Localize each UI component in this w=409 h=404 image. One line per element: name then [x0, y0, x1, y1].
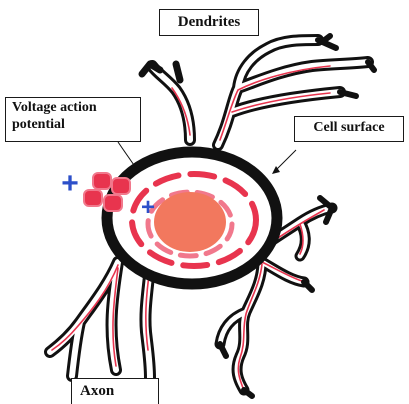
label-voltage-line-1: Voltage action	[12, 100, 140, 117]
plus-sign-inner: +	[141, 194, 155, 221]
axon-inner	[50, 262, 150, 378]
axon-red-line	[52, 265, 150, 366]
label-axon: Axon	[71, 378, 159, 404]
ion-channel-square-3	[84, 190, 102, 206]
label-dendrites: Dendrites	[159, 9, 259, 36]
axon-outline	[50, 262, 150, 378]
label-voltage-line-2: potential	[12, 117, 140, 134]
ion-channel-square-2	[112, 178, 130, 194]
ion-channel-square-1	[93, 173, 111, 189]
cell-surface-arrow-line	[276, 150, 296, 170]
cell-body	[107, 152, 277, 284]
axon	[50, 262, 150, 378]
label-voltage-action-potential: Voltage action potential	[5, 97, 141, 142]
voltage-leader-line	[118, 142, 136, 168]
plus-sign-outer: +	[61, 167, 79, 200]
ion-channel-square-4	[104, 195, 122, 211]
nucleus	[154, 192, 226, 252]
label-cell-surface: Cell surface	[294, 116, 404, 142]
